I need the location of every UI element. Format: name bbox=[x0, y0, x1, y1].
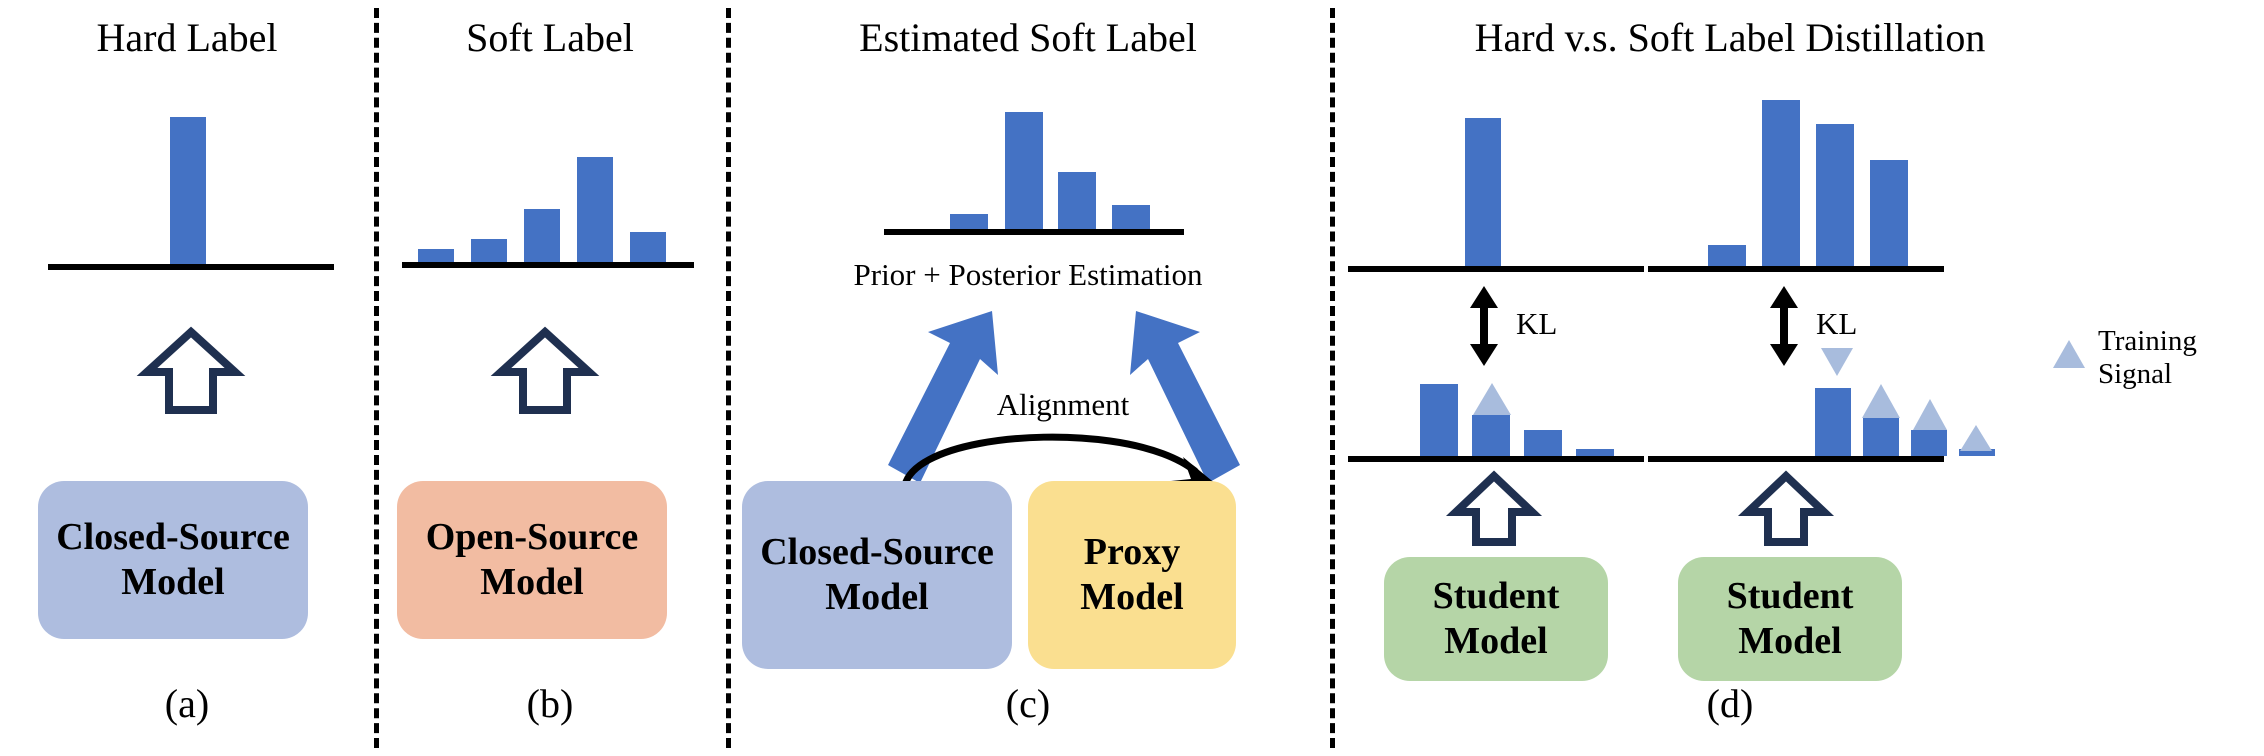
panel-b-up-arrow-icon bbox=[490, 326, 600, 415]
panel-a-title: Hard Label bbox=[96, 15, 278, 60]
panel-d-right-student-line1: Student bbox=[1726, 575, 1854, 618]
panel-b-model-line2: Model bbox=[480, 561, 584, 603]
panel-c-bar-1 bbox=[950, 214, 988, 229]
panel-a-caption: (a) bbox=[164, 681, 210, 726]
panel-d-right-student-axis bbox=[1648, 456, 1944, 462]
panel-d-right-student-bar-1 bbox=[1815, 388, 1851, 456]
panel-d-caption: (d) bbox=[1706, 681, 1754, 726]
panel-a-model-box[interactable]: Closed-Source Model bbox=[38, 481, 308, 639]
panel-a-bar-3 bbox=[170, 117, 206, 264]
panel-b-bar-2 bbox=[471, 239, 507, 262]
panel-b-bar-1 bbox=[418, 249, 454, 262]
panel-b-bar-4 bbox=[577, 157, 613, 262]
panel-d-left-student-bar-1 bbox=[1420, 384, 1458, 456]
panel-b-caption: (b) bbox=[526, 681, 574, 726]
panel-d-right-teacher-bar-2 bbox=[1762, 100, 1800, 266]
panel-d-left-student-axis bbox=[1348, 456, 1644, 462]
panel-c-bar-4 bbox=[1112, 205, 1150, 229]
panel-d-right-signal-up-triangle-icon-4 bbox=[1960, 425, 1992, 451]
panel-d-left-kl-arrow-icon bbox=[1466, 286, 1502, 366]
panel-d-left-student-bar-2 bbox=[1472, 415, 1510, 456]
panel-d-left-student-bar-3 bbox=[1524, 430, 1562, 456]
panel-c-alignment-label: Alignment bbox=[996, 387, 1130, 422]
panel-divider-2 bbox=[726, 8, 731, 748]
panel-d-right-signal-up-triangle-icon-2 bbox=[1862, 384, 1900, 418]
panel-c-caption: (c) bbox=[1005, 681, 1051, 726]
panel-c-proxy-box[interactable]: Proxy Model bbox=[1028, 481, 1236, 669]
panel-d-right-signal-down-triangle-icon-1 bbox=[1821, 348, 1853, 376]
panel-a-axis bbox=[48, 264, 334, 270]
legend-training-signal-label: Training Signal bbox=[2098, 325, 2258, 392]
panel-d-left-teacher-bar-2 bbox=[1465, 118, 1501, 266]
panel-c-title: Estimated Soft Label bbox=[859, 15, 1197, 60]
panel-c-closed-source-box[interactable]: Closed-Source Model bbox=[742, 481, 1012, 669]
panel-a-up-arrow-icon bbox=[136, 326, 246, 415]
legend-line2: Signal bbox=[2098, 358, 2173, 391]
panel-c-bar-2 bbox=[1005, 112, 1043, 229]
panel-d-right-student-bar-3 bbox=[1911, 430, 1947, 456]
legend-training-signal-triangle-icon bbox=[2053, 340, 2085, 368]
panel-d-right-teacher-bar-4 bbox=[1870, 160, 1908, 266]
panel-d-right-signal-up-triangle-icon-3 bbox=[1913, 399, 1947, 430]
panel-d-left-student-line1: Student bbox=[1432, 575, 1560, 618]
panel-b-model-line1: Open-Source bbox=[425, 516, 639, 559]
panel-d-left-teacher-axis bbox=[1348, 266, 1644, 272]
panel-d-left-student-box[interactable]: Student Model bbox=[1384, 557, 1608, 681]
panel-b-axis bbox=[402, 262, 694, 268]
panel-c-closed-source-line2: Model bbox=[825, 576, 929, 618]
panel-divider-3 bbox=[1330, 8, 1335, 748]
panel-a-model-line1: Closed-Source bbox=[56, 516, 290, 559]
panel-d-right-student-line2: Model bbox=[1738, 620, 1842, 662]
panel-d-right-teacher-axis bbox=[1648, 266, 1944, 272]
panel-c-left-up-arrow-icon bbox=[880, 305, 1010, 490]
panel-b-model-box[interactable]: Open-Source Model bbox=[397, 481, 667, 639]
panel-d-right-student-box[interactable]: Student Model bbox=[1678, 557, 1902, 681]
panel-d-right-kl-arrow-icon bbox=[1766, 286, 1802, 366]
panel-d-right-teacher-bar-1 bbox=[1708, 245, 1746, 266]
panel-d-left-student-bar-4 bbox=[1576, 449, 1614, 456]
legend-line1: Training bbox=[2098, 325, 2197, 357]
panel-d-left-training-signal-up-triangle-icon bbox=[1473, 383, 1511, 415]
panel-b-bar-3 bbox=[524, 209, 560, 262]
panel-c-proxy-line2: Model bbox=[1080, 576, 1184, 618]
panel-d-right-up-arrow-icon bbox=[1737, 470, 1835, 546]
panel-c-axis bbox=[884, 229, 1184, 235]
panel-c-closed-source-line1: Closed-Source bbox=[760, 531, 994, 574]
panel-d-left-up-arrow-icon bbox=[1445, 470, 1543, 546]
panel-d-left-student-line2: Model bbox=[1444, 620, 1548, 662]
panel-divider-1 bbox=[374, 8, 379, 748]
panel-c-right-up-arrow-icon bbox=[1118, 305, 1248, 490]
panel-b-bar-5 bbox=[630, 232, 666, 262]
panel-a-model-line2: Model bbox=[121, 561, 225, 603]
panel-c-subtitle: Prior + Posterior Estimation bbox=[853, 257, 1203, 292]
panel-b-title: Soft Label bbox=[466, 15, 634, 60]
panel-d-right-teacher-bar-3 bbox=[1816, 124, 1854, 266]
panel-d-right-student-bar-4 bbox=[1959, 449, 1995, 456]
panel-d-left-kl-label: KL bbox=[1516, 306, 1558, 341]
panel-d-right-student-bar-2 bbox=[1863, 418, 1899, 456]
panel-c-alignment-curve-arrow-icon bbox=[895, 423, 1225, 493]
panel-c-bar-3 bbox=[1058, 172, 1096, 229]
panel-c-proxy-line1: Proxy bbox=[1083, 531, 1181, 574]
panel-d-title: Hard v.s. Soft Label Distillation bbox=[1474, 15, 1986, 60]
panel-d-right-kl-label: KL bbox=[1816, 306, 1858, 341]
